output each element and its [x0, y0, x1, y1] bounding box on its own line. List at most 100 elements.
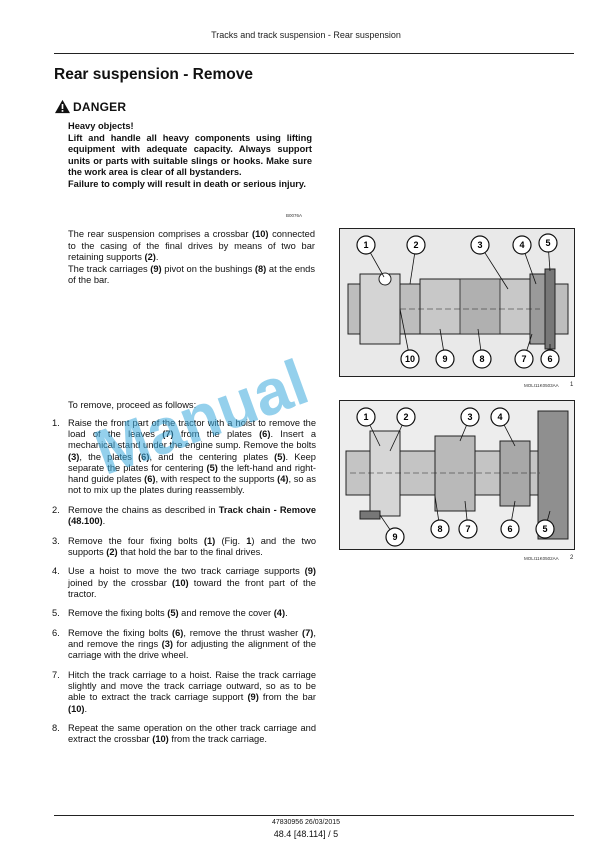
step-text: Remove the four fixing bolts [68, 535, 204, 546]
step-number: 6. [52, 628, 60, 638]
callout-circle [356, 235, 376, 255]
callout-circle [535, 519, 555, 539]
step-text: from the plates [173, 429, 260, 440]
step-number: 3. [52, 535, 60, 546]
procedure-step: 3. Remove the four fixing bolts (1) (Fig.… [52, 536, 316, 558]
callout-label: 7 [465, 524, 470, 534]
step-number: 2. [52, 504, 60, 515]
callout-circle [512, 235, 532, 255]
callout-label: 1 [363, 412, 368, 422]
step-text: (9) [304, 566, 316, 577]
callout-circle [500, 519, 520, 539]
step-text: Hitch the track carriage to a hoist. Rai… [68, 670, 316, 703]
step-text: (6) [259, 429, 271, 440]
procedure-intro: To remove, proceed as follows: [68, 400, 197, 410]
step-text: (6) [172, 628, 184, 638]
section-title: Rear suspension - Remove [54, 66, 253, 83]
callout-circle [460, 407, 480, 427]
danger-code: B0076A [286, 213, 303, 218]
callout-label: 9 [392, 532, 397, 542]
step-text: (1) [203, 535, 216, 546]
step-text: Use a hoist to move the two track carria… [68, 566, 305, 577]
callout-circle [490, 407, 510, 427]
danger-label: DANGER [73, 99, 127, 114]
callout-circle [406, 235, 426, 255]
step-text: ) and the two supports [68, 535, 316, 557]
step-number: 8. [52, 723, 60, 734]
step-text: (4) [277, 474, 289, 485]
step-text: 1 [246, 535, 252, 546]
callout-label: 4 [497, 412, 502, 422]
step-text: , the plates [79, 451, 139, 462]
callout-label: 3 [477, 240, 482, 250]
step-text: , so as not to mix up the plates during … [68, 474, 316, 496]
footer-rule [54, 815, 574, 816]
step-text: (6) [138, 451, 150, 462]
step-text: , and remove the rings [68, 628, 316, 650]
running-head: Tracks and track suspension - Rear suspe… [211, 30, 401, 40]
callout-circle [356, 407, 376, 427]
callout-label: 5 [545, 238, 550, 248]
callout-label: 7 [521, 354, 526, 364]
step-text: (5) [167, 608, 179, 619]
step-text: Remove the fixing bolts [68, 628, 173, 638]
step-number: 4. [52, 566, 60, 577]
callout-circle [514, 349, 534, 369]
step-text: (5) [274, 451, 286, 462]
procedure-step: 6. Remove the fixing bolts (6), remove th… [52, 628, 316, 662]
step-text: (Fig. [215, 535, 247, 546]
step-text: (9) [247, 692, 259, 703]
callout-label: 9 [442, 354, 447, 364]
procedure-steps: 1.Raise the front part of the tractor wi… [52, 418, 316, 754]
callout-circle [458, 519, 478, 539]
step-text: toward the front part of the tractor. [68, 577, 316, 599]
step-text: , remove the thrust washer [183, 628, 303, 638]
step-text: Repeat the same operation on the other t… [68, 723, 316, 745]
step-number: 5. [52, 608, 60, 619]
step-text: Track chain - Remove (48.100) [68, 504, 317, 527]
step-text: (3) [161, 639, 173, 650]
warning-triangle-icon [55, 99, 70, 114]
callout-label: 6 [547, 354, 552, 364]
page-number: 48.4 [48.114] / 5 [273, 829, 339, 839]
step-text: Remove the chains as described in [68, 504, 219, 515]
figure-1-number: 1 [570, 382, 574, 388]
step-text: the left-hand and right-hand guide plate… [68, 462, 316, 485]
step-text: (10) [68, 703, 85, 714]
step-text: from the track carriage. [168, 734, 267, 745]
step-text: (2) [106, 546, 118, 557]
callout-circle [400, 349, 420, 369]
callout-circle [470, 235, 490, 255]
step-text: , and the centering plates [149, 451, 275, 462]
step-text: . Keep separate the plates for centering [68, 451, 316, 473]
callout-circle [385, 527, 405, 547]
step-text: joined by the crossbar [68, 577, 173, 588]
figure-2-number: 2 [570, 555, 574, 561]
figure-2-code: MOLI11K0502AA [524, 556, 559, 561]
step-text: (4) [273, 608, 286, 619]
callout-label: 4 [519, 240, 524, 250]
callout-circle [430, 519, 450, 539]
callout-label: 3 [467, 412, 472, 422]
procedure-step: 2. Remove the chains as described in Trac… [52, 505, 316, 527]
step-text: and remove the cover [178, 608, 274, 619]
callout-circle [538, 233, 558, 253]
figure-1-code: MOLI11K0503AA [524, 383, 559, 388]
procedure-step: 1.Raise the front part of the tractor wi… [52, 418, 316, 496]
danger-line: Lift and handle all heavy components usi… [68, 132, 312, 178]
procedure-step: 4. Use a hoist to move the two track carr… [52, 566, 316, 600]
callout-circle [472, 349, 492, 369]
callout-circle [435, 349, 455, 369]
step-text: Remove the fixing bolts [68, 608, 168, 619]
step-text: . [102, 516, 106, 527]
intro-paragraph: The track carriages (9) pivot on the bus… [68, 263, 315, 286]
callout-label: 8 [437, 524, 442, 534]
danger-heading: DANGER [54, 99, 126, 114]
document-code: 47830956 26/03/2015 [271, 819, 341, 826]
step-text: , with respect to the supports [155, 474, 278, 485]
step-text: (7) [302, 628, 314, 638]
step-number: 1. [52, 418, 60, 428]
